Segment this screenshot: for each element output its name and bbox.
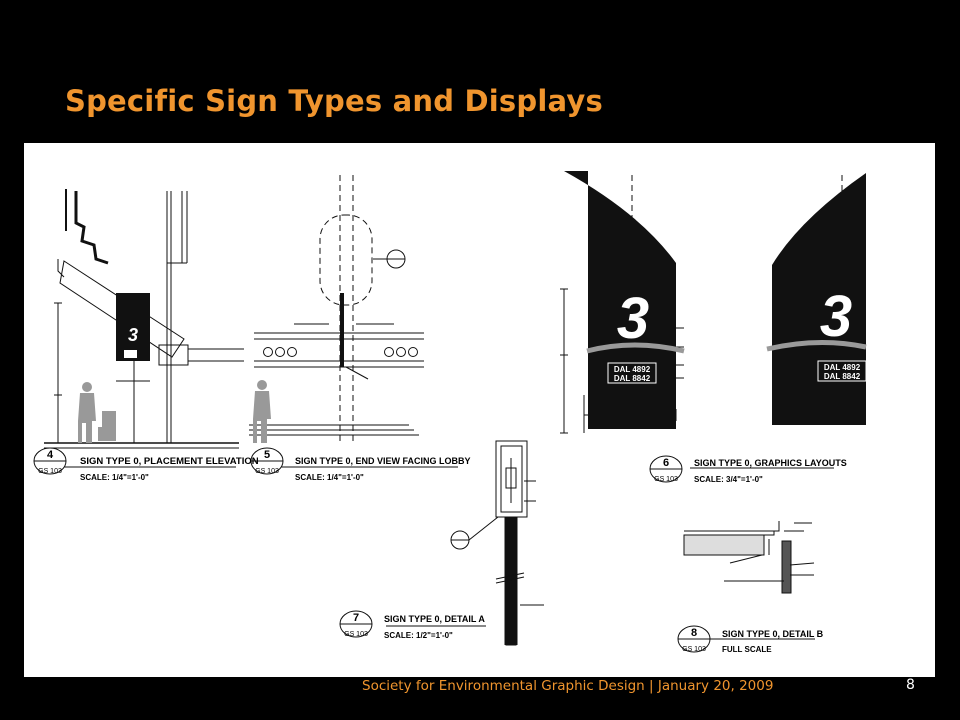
detail-7-sheet: GS 103 (344, 631, 368, 638)
detail-5-scale: SCALE: 1/4"=1'-0" (295, 473, 364, 482)
detail-6-sheet: GS 103 (654, 476, 678, 483)
graphics-layout-panels (564, 171, 867, 429)
detail-8-title: SIGN TYPE 0, DETAIL B (722, 629, 824, 639)
layout-a-line-1: DAL 4892 (614, 365, 651, 374)
detail-6-title: SIGN TYPE 0, GRAPHICS LAYOUTS (694, 458, 847, 468)
detail-8-number: 8 (691, 627, 697, 639)
layout-b-numeral: 3 (820, 284, 852, 349)
detail-6-number: 6 (663, 457, 669, 469)
footer-text: Society for Environmental Graphic Design… (362, 678, 774, 694)
detail-8-scale: FULL SCALE (722, 645, 772, 654)
detail-a-drawing (450, 440, 544, 646)
drawing-panel: 4 GS 103 SIGN TYPE 0, PLACEMENT ELEVATIO… (24, 143, 935, 677)
detail-7-scale: SCALE: 1/2"=1'-0" (384, 631, 453, 640)
section-markers (33, 447, 711, 653)
detail-4-number: 4 (47, 449, 54, 461)
title-block-lines (62, 466, 834, 640)
detail-7-title: SIGN TYPE 0, DETAIL A (384, 614, 485, 624)
detail-4-title: SIGN TYPE 0, PLACEMENT ELEVATION (80, 456, 259, 467)
detail-4-scale: SCALE: 1/4"=1'-0" (80, 473, 149, 482)
layout-b-line-1: DAL 4892 (824, 363, 861, 372)
end-view-drawing (249, 175, 424, 443)
detail-b-drawing (683, 521, 815, 594)
scale-figures (78, 380, 271, 443)
layout-a-line-2: DAL 8842 (614, 374, 651, 383)
detail-4-sheet: GS 103 (38, 468, 62, 475)
detail-6-scale: SCALE: 3/4"=1'-0" (694, 475, 763, 484)
architectural-drawing: 4 GS 103 SIGN TYPE 0, PLACEMENT ELEVATIO… (33, 171, 867, 654)
detail-5-title: SIGN TYPE 0, END VIEW FACING LOBBY (295, 456, 471, 466)
detail-8-sheet: GS 103 (682, 646, 706, 653)
detail-7-number: 7 (353, 612, 359, 624)
sign-cabinet-elevation (116, 293, 150, 361)
elevation-sign-numeral: 3 (128, 325, 138, 345)
layout-a-numeral: 3 (617, 286, 649, 351)
detail-5-number: 5 (264, 449, 270, 461)
layout-b-line-2: DAL 8842 (824, 372, 861, 381)
detail-5-sheet: GS 103 (255, 468, 279, 475)
page-number: 8 (906, 677, 915, 693)
slide-title: Specific Sign Types and Displays (65, 84, 603, 118)
